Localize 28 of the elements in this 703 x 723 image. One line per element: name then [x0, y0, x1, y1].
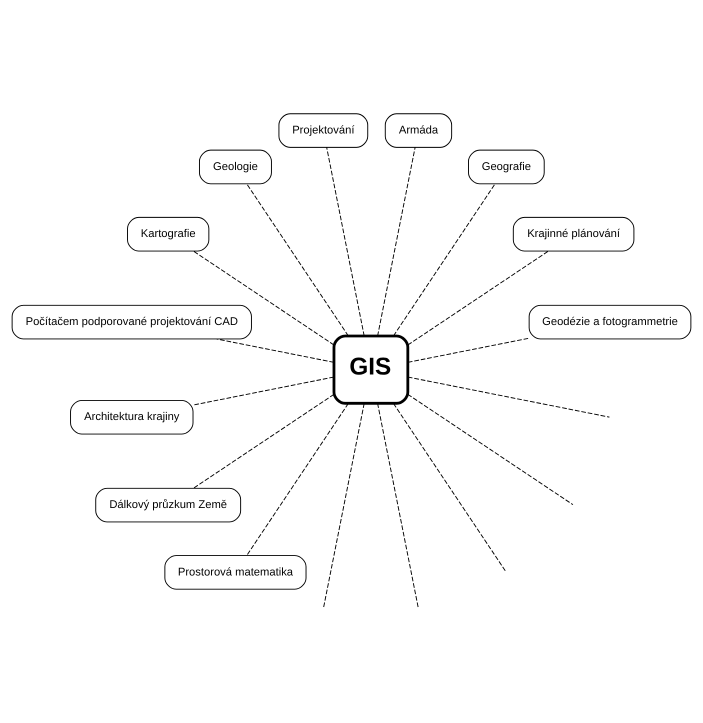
connector — [193, 394, 334, 489]
node-box: Prostorová matematika — [164, 555, 306, 590]
node-box: Architektura krajiny — [70, 400, 194, 435]
connector — [322, 402, 365, 609]
node-box: Počítačem podporované projektování CAD — [12, 304, 252, 340]
node-box: Projektování — [278, 113, 368, 148]
node-box: Kartografie — [127, 216, 210, 252]
node-box: Dálkový průzkum Země — [95, 488, 242, 522]
connector — [407, 250, 549, 346]
connector — [408, 338, 530, 363]
connector — [246, 403, 349, 556]
node-box: Geografie — [468, 150, 545, 184]
node-box: Geodézie a fotogrammetrie — [528, 304, 692, 340]
connector — [407, 394, 574, 506]
node-box: Armáda — [384, 113, 452, 148]
connector — [216, 338, 334, 363]
connector — [393, 183, 496, 336]
node-box: Geologie — [199, 150, 272, 184]
connector — [408, 376, 610, 418]
connector — [393, 403, 506, 572]
connector — [193, 250, 334, 346]
node-box: Krajinné plánování — [512, 216, 634, 252]
connector — [246, 183, 349, 336]
connector — [192, 376, 334, 406]
node-box: GIS — [332, 334, 410, 405]
connector — [377, 402, 419, 609]
connector — [326, 147, 365, 336]
connector — [377, 147, 416, 336]
